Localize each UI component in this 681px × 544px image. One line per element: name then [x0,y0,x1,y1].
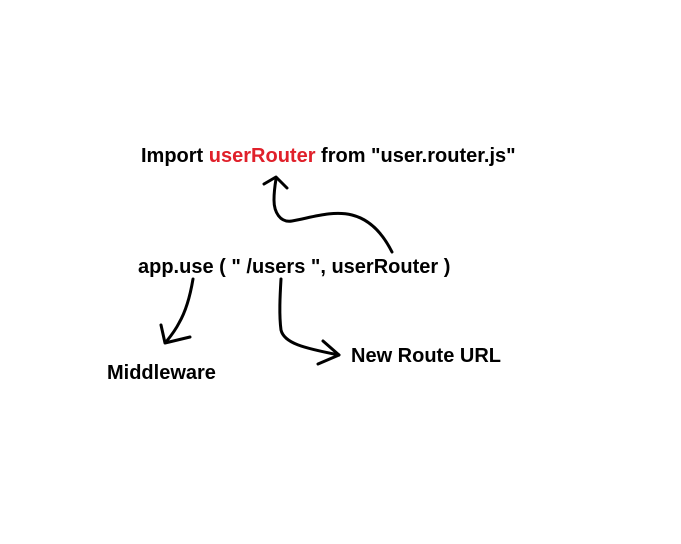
arrow-to-import [262,175,394,254]
middleware-label: Middleware [107,362,216,384]
router-name-highlight: userRouter [208,145,316,167]
arrow-to-route-url [278,277,341,366]
arrow-to-middleware-head [159,323,192,345]
import-statement: Import userRouter from "user.router.js" [141,146,516,166]
app-use-statement: app.use ( " /users ", userRouter ) [138,256,451,278]
import-from-clause: from "user.router.js" [321,145,516,167]
import-keyword: Import [141,145,204,167]
new-route-url-label: New Route URL [351,345,501,367]
arrow-to-route-url-head [316,339,341,366]
arrow-to-import-shaft [272,177,394,254]
arrow-to-middleware [159,277,195,345]
arrow-to-route-url-shaft [278,277,341,357]
arrow-to-import-head [262,175,289,190]
arrow-to-middleware-shaft [164,277,195,344]
